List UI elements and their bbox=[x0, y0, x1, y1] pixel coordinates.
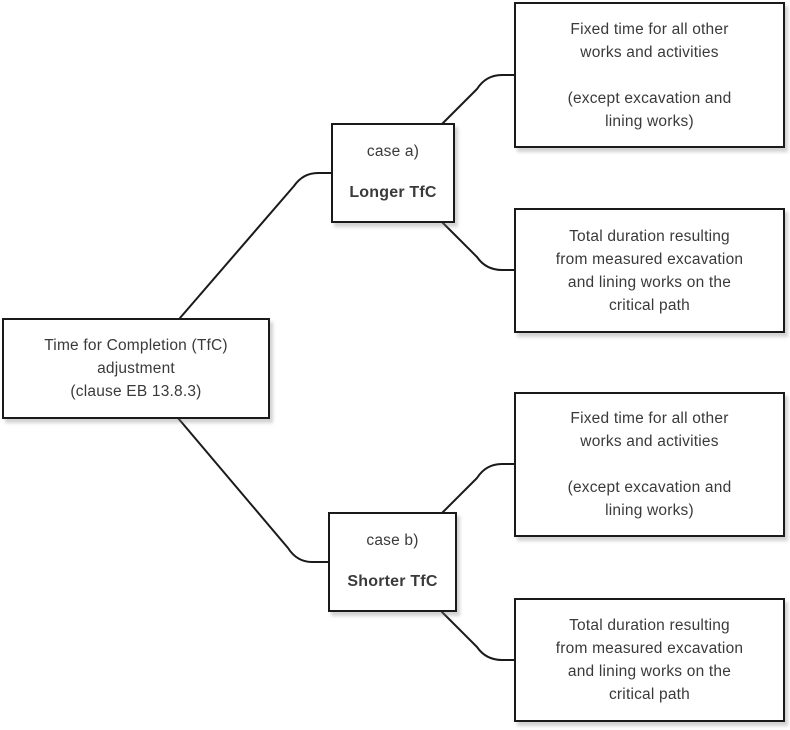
connector-case-a-to-duration bbox=[441, 221, 516, 271]
connector-root-to-case-a bbox=[179, 172, 333, 319]
case-a-label: case a) bbox=[366, 143, 420, 160]
fixed-time-case-b-label: Fixed time for all other works and activ… bbox=[567, 410, 732, 519]
node-fixed-time-case-b: Fixed time for all other works and activ… bbox=[514, 392, 785, 537]
node-fixed-time-case-a: Fixed time for all other works and activ… bbox=[514, 2, 785, 148]
node-tfc-adjustment-label: Time for Completion (TfC) adjustment (cl… bbox=[44, 337, 228, 400]
node-case-a: case a) Longer TfC bbox=[331, 123, 455, 223]
node-tfc-adjustment: Time for Completion (TfC) adjustment (cl… bbox=[2, 318, 270, 419]
connector-case-b-to-fixed bbox=[441, 463, 516, 514]
node-case-b: case b) Shorter TfC bbox=[328, 512, 457, 612]
connector-root-to-case-b bbox=[177, 417, 330, 563]
fixed-time-case-a-label: Fixed time for all other works and activ… bbox=[567, 20, 732, 130]
case-b-label: case b) bbox=[366, 532, 419, 549]
connector-case-b-to-duration bbox=[441, 611, 516, 661]
total-duration-case-b-label: Total duration resulting from measured e… bbox=[555, 617, 744, 703]
connector-case-a-to-fixed bbox=[441, 74, 516, 125]
node-total-duration-case-a: Total duration resulting from measured e… bbox=[514, 208, 785, 333]
case-b-result-label: Shorter TfC bbox=[347, 573, 438, 590]
node-total-duration-case-b: Total duration resulting from measured e… bbox=[514, 598, 785, 722]
total-duration-case-a-label: Total duration resulting from measured e… bbox=[555, 227, 744, 314]
case-a-result-label: Longer TfC bbox=[349, 184, 437, 201]
